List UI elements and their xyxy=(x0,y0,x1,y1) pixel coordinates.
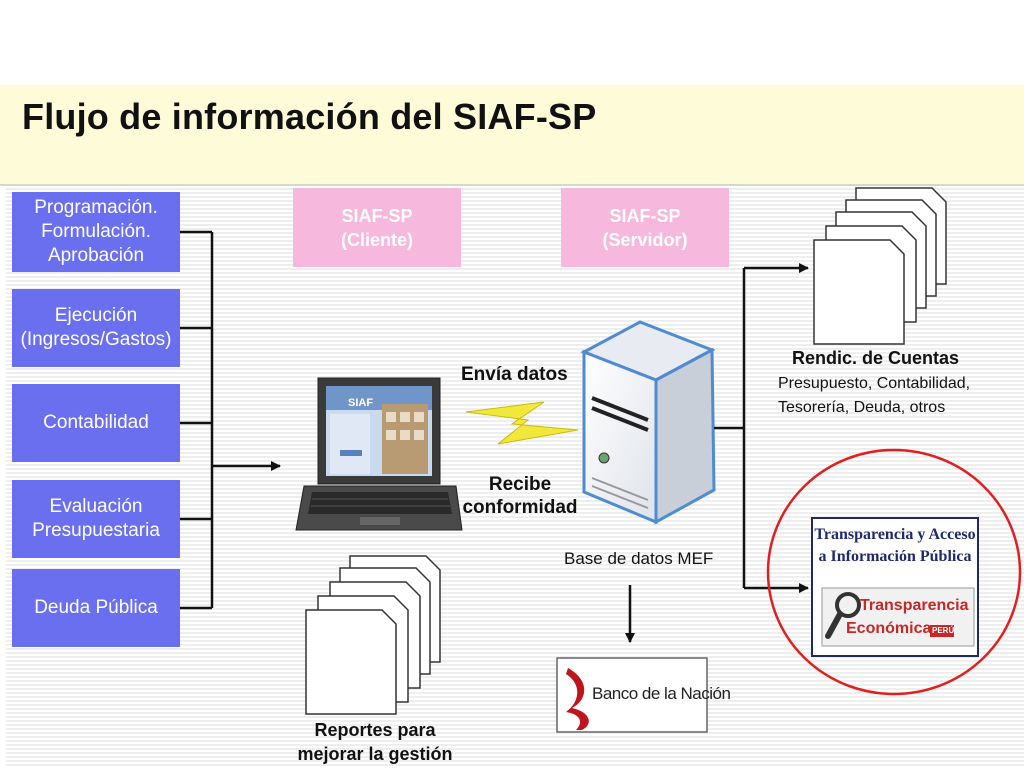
laptop-icon xyxy=(295,377,463,531)
accounts-documents-icon xyxy=(813,187,947,345)
right-bracket-connector xyxy=(714,268,746,588)
server-icon xyxy=(580,320,716,525)
client-box: SIAF-SP (Cliente) xyxy=(293,188,461,267)
box-programacion: Programación. Formulación. Aprobación xyxy=(12,192,180,272)
transparency-title: Transparencia y Acceso a Información Púb… xyxy=(814,526,976,565)
accounts-title: Rendic. de Cuentas xyxy=(792,348,960,368)
reports-documents-icon xyxy=(305,555,441,715)
database-label: Base de datos MEF xyxy=(564,549,714,568)
server-box: SIAF-SP (Servidor) xyxy=(561,188,729,267)
reports-label: Reportes para mejorar la gestión xyxy=(297,720,453,764)
diagram-top-edge xyxy=(0,184,1024,186)
title-band xyxy=(0,85,1024,185)
accounts-detail: Presupuesto, Contabilidad, Tesorería, De… xyxy=(778,375,971,416)
box-evaluacion: Evaluación Presupuestaria xyxy=(12,480,180,558)
bank-label: Banco de la Nación xyxy=(592,684,731,703)
slide-title: Flujo de información del SIAF-SP xyxy=(22,96,597,137)
magnifier-icon xyxy=(835,592,861,618)
transparency-logo-line2: Económica xyxy=(846,620,932,637)
laptop-screen-logo: SIAF xyxy=(348,397,373,409)
left-bracket-connector xyxy=(180,230,214,610)
box-deuda: Deuda Pública xyxy=(12,569,180,647)
bank-logo-mark xyxy=(566,668,589,730)
receives-confirmation-label: Recibe conformidad xyxy=(462,474,578,518)
box-contabilidad: Contabilidad xyxy=(12,384,180,462)
lightning-icon xyxy=(465,401,579,445)
transparency-logo-line1: Transparencia xyxy=(860,597,969,614)
peru-badge-label: PERÚ xyxy=(932,626,955,635)
peru-badge xyxy=(930,625,954,637)
transparency-highlight-circle xyxy=(766,448,1022,696)
sends-data-label: Envía datos xyxy=(461,364,568,385)
box-ejecucion: Ejecución (Ingresos/Gastos) xyxy=(12,289,180,367)
